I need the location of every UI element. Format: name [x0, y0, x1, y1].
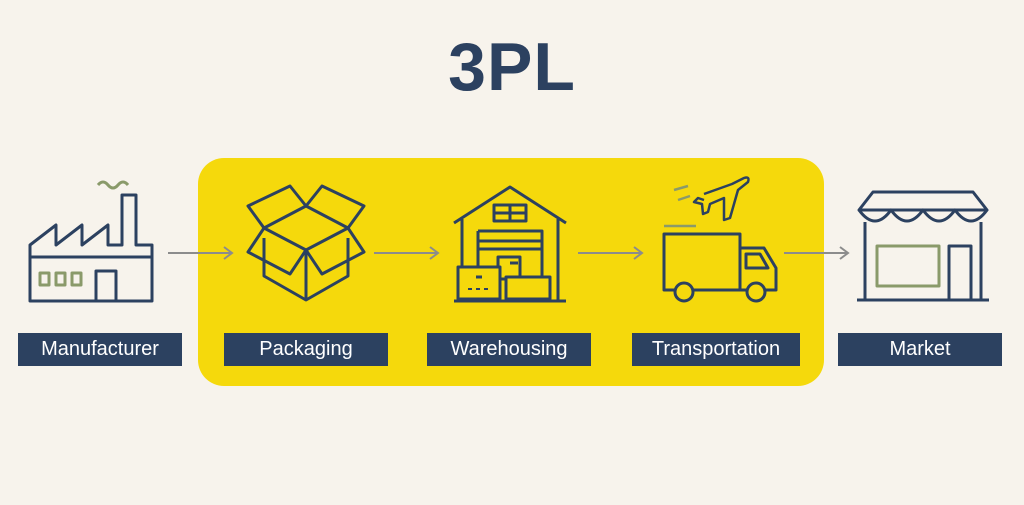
label-manufacturer: Manufacturer [18, 333, 182, 366]
factory-icon [26, 175, 158, 305]
label-market: Market [838, 333, 1002, 366]
warehouse-icon [450, 183, 570, 305]
label-packaging: Packaging [224, 333, 388, 366]
label-transportation: Transportation [632, 333, 800, 366]
truck-plane-icon [660, 172, 784, 306]
diagram-title: 3PL [448, 29, 576, 105]
label-warehousing: Warehousing [427, 333, 591, 366]
store-icon [853, 188, 993, 306]
box-icon [244, 184, 368, 304]
